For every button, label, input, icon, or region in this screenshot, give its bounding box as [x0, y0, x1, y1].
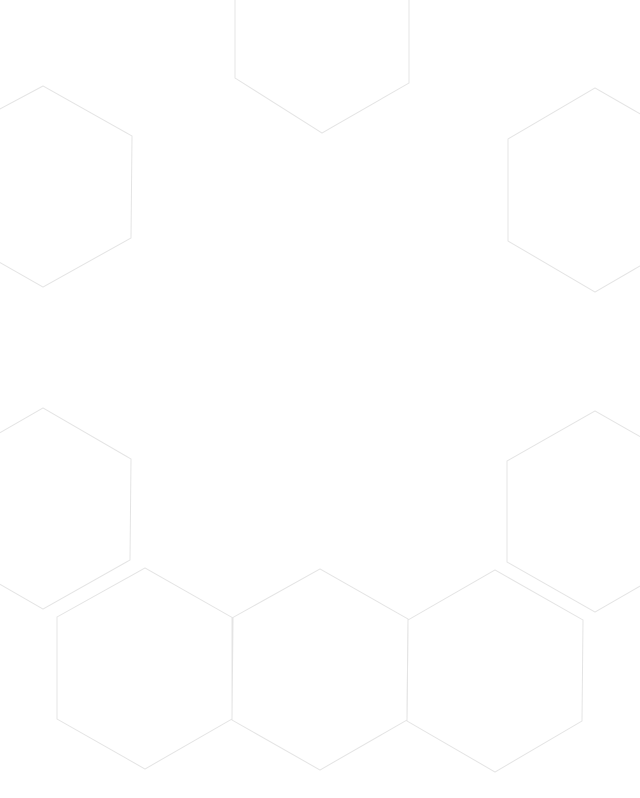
hexagon-outline — [56, 567, 234, 770]
hexagon-outline — [0, 85, 133, 288]
hexagon-outline — [0, 407, 132, 610]
hexagon-outline — [231, 568, 409, 771]
hexagon-outline — [234, 0, 410, 134]
hexagon-outline — [506, 410, 640, 613]
hexagon-outline — [507, 87, 640, 293]
hexagon-outline — [406, 569, 584, 773]
